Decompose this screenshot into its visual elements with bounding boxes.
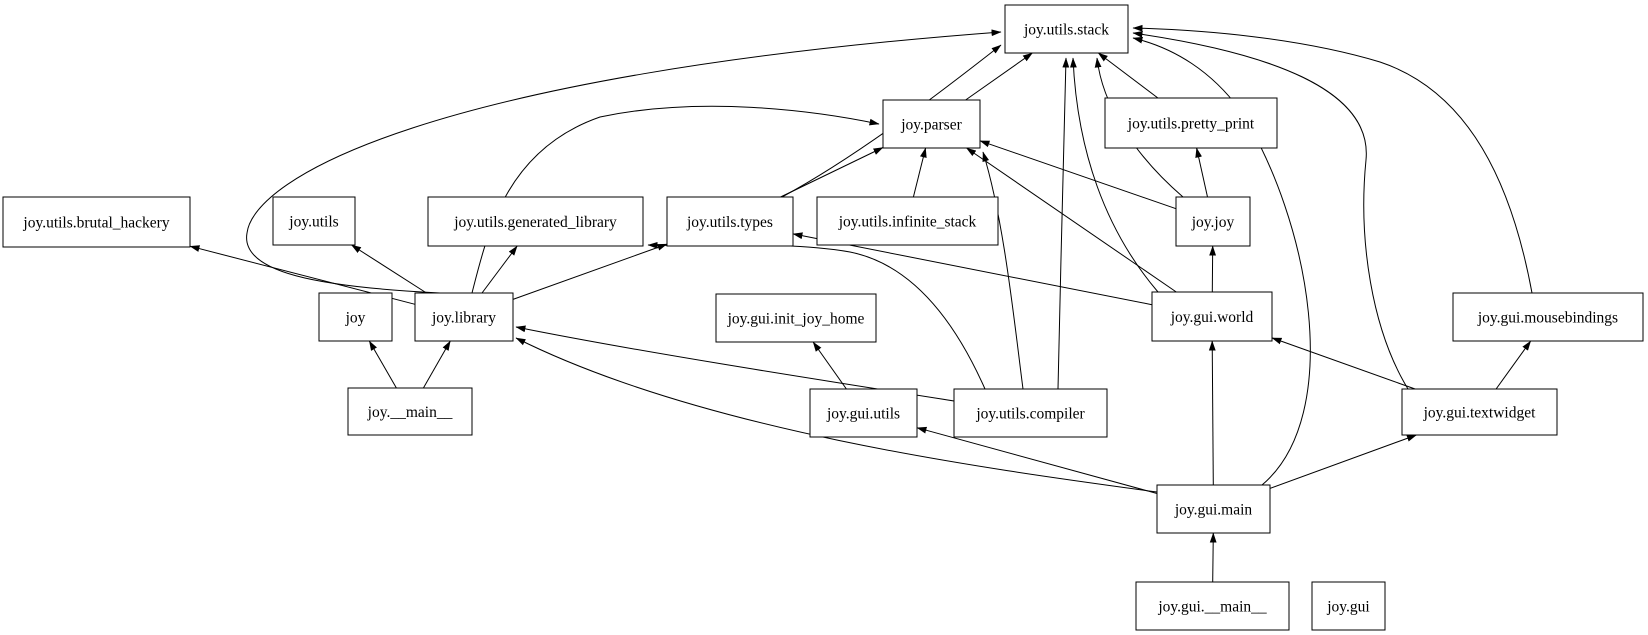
node-label: joy.__main__ bbox=[367, 404, 453, 421]
graph-nodes-layer: joy.utils.stack joy.parser joy.utils.prett… bbox=[2, 4, 1644, 631]
node-label: joy.utils.pretty_print bbox=[1127, 116, 1255, 133]
node-box bbox=[809, 388, 918, 438]
graph-node-joy-gui: joy.gui bbox=[1311, 581, 1386, 631]
edge-joy-gui-main-to-joy-gui-world bbox=[1208, 340, 1216, 486]
edge-joy-gui-main-to-joy-library bbox=[515, 337, 1158, 493]
edge-joy-joy-to-joy-parser bbox=[979, 140, 1177, 210]
graph-node-joy-gui-world: joy.gui.world bbox=[1151, 291, 1273, 342]
edge-joy-gui-main--to-joy-gui-main bbox=[1209, 532, 1217, 583]
node-label: joy bbox=[345, 310, 366, 327]
node-box bbox=[666, 196, 794, 247]
graph-node-joy-utils-types: joy.utils.types bbox=[666, 196, 794, 247]
graph-node-joy-gui-utils: joy.gui.utils bbox=[809, 388, 918, 438]
node-box bbox=[953, 388, 1108, 438]
node-box bbox=[715, 293, 877, 343]
edge-joy-main--to-joy-library bbox=[422, 340, 451, 389]
graph-node-joy-main-: joy.__main__ bbox=[347, 387, 473, 436]
node-box bbox=[1311, 581, 1386, 631]
node-label: joy.gui.textwidget bbox=[1423, 405, 1536, 422]
node-box bbox=[1156, 484, 1271, 534]
node-box bbox=[1135, 581, 1290, 631]
edge-joy-gui-main-to-joy-gui-utils bbox=[916, 426, 1158, 494]
edge-joy-library-to-joy-utils-types bbox=[512, 243, 668, 300]
node-box bbox=[414, 292, 514, 342]
node-label: joy.parser bbox=[900, 117, 962, 134]
edge-joy-utils-infinite-stack-to-joy-parser bbox=[912, 147, 927, 198]
edge-joy-gui-main-to-joy-utils-stack bbox=[1132, 36, 1311, 486]
graph-node-joy: joy bbox=[318, 292, 393, 342]
edge-joy-gui-world-to-joy-utils-types bbox=[792, 232, 1153, 306]
node-label: joy.utils.generated_library bbox=[453, 214, 617, 231]
graph-node-joy-gui-main: joy.gui.main bbox=[1156, 484, 1271, 534]
node-label: joy.gui.utils bbox=[826, 406, 900, 423]
graph-node-joy-utils-generated-library: joy.utils.generated_library bbox=[427, 196, 644, 247]
edge-joy-utils-compiler-to-joy-utils-stack bbox=[1057, 57, 1070, 390]
node-label: joy.utils.infinite_stack bbox=[838, 214, 977, 231]
edge-joy-gui-utils-to-joy-gui-init-joy-home bbox=[812, 341, 847, 390]
node-label: joy.utils.types bbox=[686, 214, 773, 231]
edge-joy-gui-main-to-joy-gui-textwidget bbox=[1269, 434, 1417, 489]
graph-node-joy-parser: joy.parser bbox=[882, 99, 981, 149]
node-label: joy.gui.main bbox=[1174, 502, 1253, 519]
graph-node-joy-gui-textwidget: joy.gui.textwidget bbox=[1401, 388, 1558, 436]
graph-node-joy-utils: joy.utils bbox=[272, 196, 356, 246]
node-box bbox=[1104, 97, 1278, 149]
node-label: joy.gui.__main__ bbox=[1157, 599, 1267, 616]
node-box bbox=[816, 196, 999, 246]
edge-joy-gui-textwidget-to-joy-gui-mousebindings bbox=[1495, 340, 1532, 390]
graph-edges-layer bbox=[189, 24, 1533, 583]
node-box bbox=[427, 196, 644, 247]
graph-node-joy-utils-infinite-stack: joy.utils.infinite_stack bbox=[816, 196, 999, 246]
edge-joy-gui-world-to-joy-parser bbox=[966, 147, 1177, 293]
edge-joy-gui-mousebindings-to-joy-utils-stack bbox=[1132, 24, 1533, 294]
edge-joy-joy-to-joy-utils-pretty-print bbox=[1195, 147, 1208, 198]
node-label: joy.gui.mousebindings bbox=[1477, 310, 1618, 327]
node-box bbox=[1175, 196, 1251, 247]
graph-node-joy-utils-compiler: joy.utils.compiler bbox=[953, 388, 1108, 438]
node-box bbox=[1151, 291, 1273, 342]
node-box bbox=[1452, 292, 1644, 342]
edge-joy-utils-pretty-print-to-joy-utils-stack bbox=[1097, 52, 1159, 99]
edge-joy-gui-textwidget-to-joy-gui-world bbox=[1271, 337, 1416, 390]
graph-node-joy-gui-mousebindings: joy.gui.mousebindings bbox=[1452, 292, 1644, 342]
edge-joy-parser-to-joy-utils-stack bbox=[965, 52, 1033, 101]
edge-joy-library-to-joy-utils-generated-library bbox=[481, 245, 518, 294]
node-box bbox=[318, 292, 393, 342]
node-box bbox=[1004, 4, 1129, 54]
graph-node-joy-utils-stack: joy.utils.stack bbox=[1004, 4, 1129, 54]
node-box bbox=[347, 387, 473, 436]
node-label: joy.library bbox=[431, 310, 496, 327]
graph-node-joy-utils-pretty-print: joy.utils.pretty_print bbox=[1104, 97, 1278, 149]
edge-joy-gui-world-to-joy-utils-stack bbox=[1070, 57, 1159, 293]
node-box bbox=[2, 196, 191, 248]
edge-joy-utils-compiler-to-joy-parser bbox=[982, 151, 1024, 390]
graph-node-joy-joy: joy.joy bbox=[1175, 196, 1251, 247]
node-label: joy.gui.world bbox=[1170, 309, 1254, 326]
node-box bbox=[1401, 388, 1558, 436]
node-label: joy.utils.compiler bbox=[975, 406, 1085, 423]
edge-joy-main--to-joy bbox=[368, 340, 397, 389]
graph-node-joy-gui-main-: joy.gui.__main__ bbox=[1135, 581, 1290, 631]
node-label: joy.gui.init_joy_home bbox=[727, 311, 865, 328]
node-label: joy.utils.stack bbox=[1023, 22, 1109, 39]
node-label: joy.utils.brutal_hackery bbox=[22, 215, 169, 232]
graph-node-joy-gui-init-joy-home: joy.gui.init_joy_home bbox=[715, 293, 877, 343]
edge-joy-gui-textwidget-to-joy-utils-stack bbox=[1132, 30, 1409, 390]
node-label: joy.gui bbox=[1326, 599, 1370, 616]
edge-joy-library-to-joy-utils bbox=[351, 244, 427, 294]
edge-joy-library-to-joy-utils-stack bbox=[246, 29, 1002, 294]
node-box bbox=[272, 196, 356, 246]
graph-node-joy-library: joy.library bbox=[414, 292, 514, 342]
graph-node-joy-utils-brutal-hackery: joy.utils.brutal_hackery bbox=[2, 196, 191, 248]
node-label: joy.joy bbox=[1191, 214, 1235, 231]
node-label: joy.utils bbox=[288, 214, 338, 231]
node-box bbox=[882, 99, 981, 149]
